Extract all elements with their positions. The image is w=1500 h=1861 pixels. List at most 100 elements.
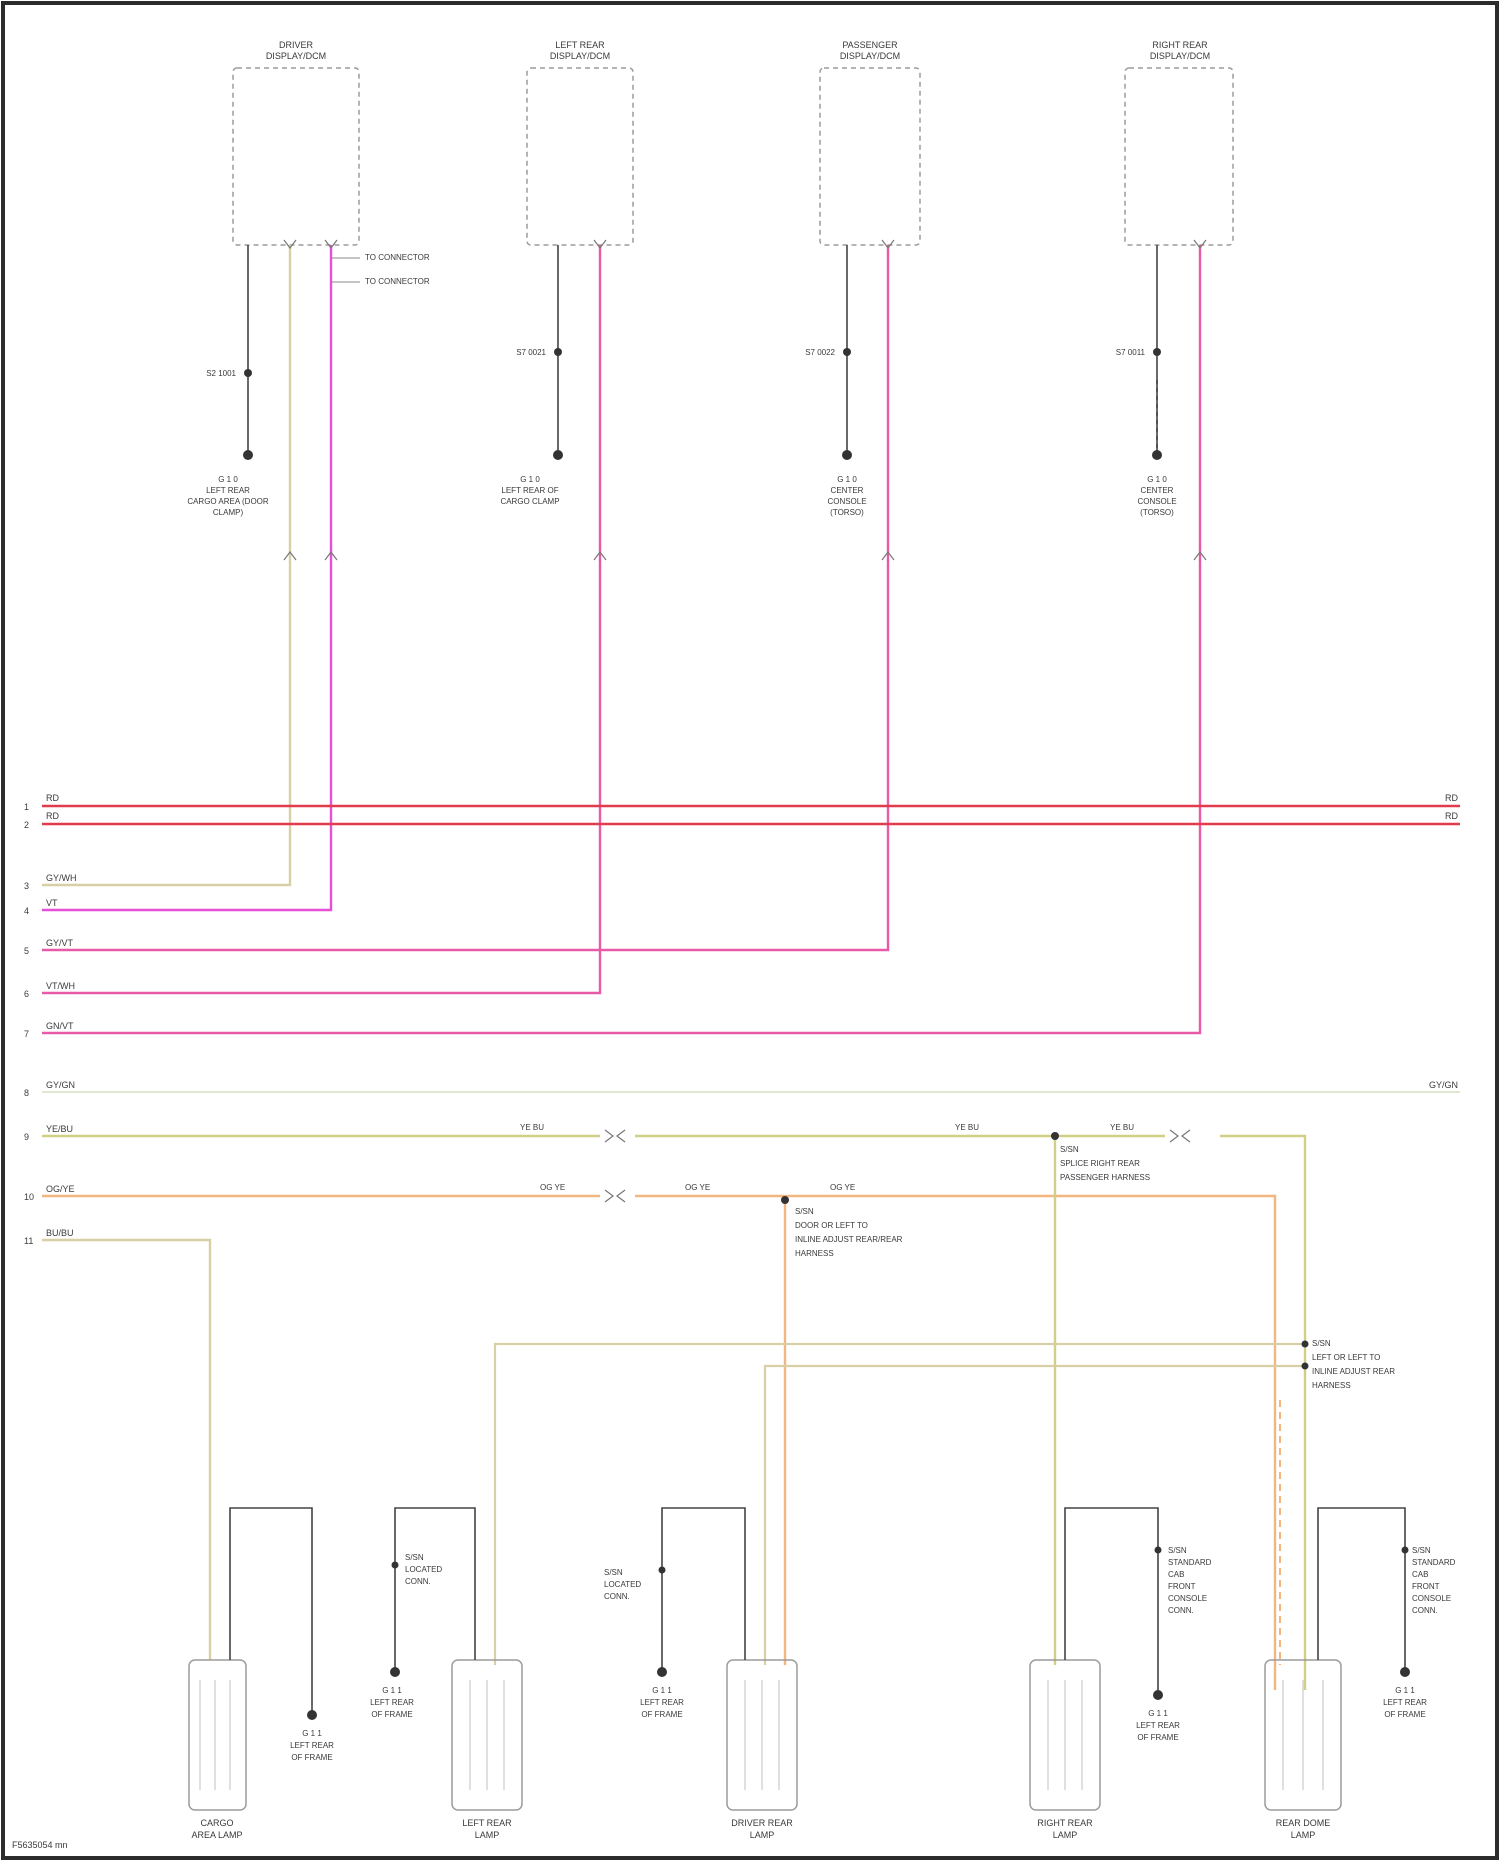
module-right-rear-name: RIGHT REAR <box>1152 40 1208 50</box>
splice-upper-2: SPLICE RIGHT REAR <box>1060 1159 1140 1168</box>
note-4-line-5: CONSOLE <box>1412 1594 1451 1603</box>
note-4-line-2: STANDARD <box>1412 1558 1456 1567</box>
ground-3-line-3: CONSOLE <box>827 497 866 506</box>
note-1-line-3: CONN. <box>405 1577 431 1586</box>
bottom-lamp-labels: CARGO AREA LAMP LEFT REAR LAMP DRIVER RE… <box>191 1818 1330 1840</box>
lamp-right-rear-name: RIGHT REAR <box>1037 1818 1093 1828</box>
branch-yellow-left-rear <box>495 1344 1305 1665</box>
bottom-ground-1-line-1: G 1 1 <box>302 1729 322 1738</box>
pin-5: 5 <box>24 946 29 956</box>
bus-label-yellow: YE/BU <box>46 1124 73 1134</box>
bottom-ground-4-line-2: LEFT REAR <box>1136 1721 1180 1730</box>
note-4-line-1: S/SN <box>1412 1546 1431 1555</box>
top-annotations: TO CONNECTOR TO CONNECTOR <box>330 253 430 286</box>
ground-2-line-2: LEFT REAR OF <box>501 486 558 495</box>
bottom-ground-terminal-2 <box>390 1667 400 1677</box>
module-left-rear: LEFT REAR DISPLAY/DCM <box>527 40 633 245</box>
splice-dot-4 <box>1153 348 1161 356</box>
left-pin-numbers: 1 2 3 4 5 6 7 8 9 10 11 <box>24 802 34 1246</box>
bus-label-yellow-2: BU/BU <box>46 1228 74 1238</box>
bus-label-red-2: RD <box>46 811 59 821</box>
note-2-line-3: CONN. <box>604 1592 630 1601</box>
bus-label-orange: OG/YE <box>46 1184 75 1194</box>
splice-label-3: S7 0022 <box>805 348 835 357</box>
bottom-ground-4-line-1: G 1 1 <box>1148 1709 1168 1718</box>
bus-labels: RD RD GY/WH VT GY/VT VT/WH GN/VT GY/GN Y… <box>46 793 1458 1238</box>
splice-dot-3 <box>843 348 851 356</box>
right-bus-label-2: RD <box>1445 811 1458 821</box>
splice-mid-4: HARNESS <box>795 1249 834 1258</box>
bus-inline-label-3: YE BU <box>1110 1123 1134 1132</box>
lamp-left-rear-name: LEFT REAR <box>462 1818 512 1828</box>
pin-11: 11 <box>24 1236 33 1246</box>
module-right-rear-sub: DISPLAY/DCM <box>1150 51 1210 61</box>
ground-terminal-4 <box>1152 450 1162 460</box>
splice-right-2: LEFT OR LEFT TO <box>1312 1353 1380 1362</box>
top-splice-labels: S2 1001 S7 0021 S7 0022 S7 0011 <box>206 348 1145 378</box>
branch-yellow-driver-rear <box>765 1366 1305 1665</box>
note-1-line-1: S/SN <box>405 1553 424 1562</box>
note-4-line-6: CONN. <box>1412 1606 1438 1615</box>
pin-7: 7 <box>24 1029 29 1039</box>
bus-splice-dots <box>781 1132 1309 1370</box>
right-bus-label-1: RD <box>1445 793 1458 803</box>
module-driver-sub: DISPLAY/DCM <box>266 51 326 61</box>
wire-driver-tan <box>42 245 290 885</box>
pin-2: 2 <box>24 820 29 830</box>
top-ground-dots <box>243 348 1162 460</box>
bottom-splice-dot-4 <box>1402 1547 1409 1554</box>
bottom-ground-5-line-3: OF FRAME <box>1384 1710 1425 1719</box>
splice-upper-1: S/SN <box>1060 1145 1079 1154</box>
bottom-ground-1-line-3: OF FRAME <box>291 1753 332 1762</box>
module-passenger-sub: DISPLAY/DCM <box>840 51 900 61</box>
splice-dot-right-a <box>1302 1341 1309 1348</box>
annotation-leader-1 <box>330 258 360 282</box>
top-ground-labels: G 1 0 LEFT REAR CARGO AREA (DOOR CLAMP) … <box>187 475 1176 517</box>
module-driver: DRIVER DISPLAY/DCM <box>233 40 359 245</box>
splice-right-4: HARNESS <box>1312 1381 1351 1390</box>
module-driver-name: DRIVER <box>279 40 314 50</box>
lamp-rear-dome-name: REAR DOME <box>1276 1818 1331 1828</box>
bottom-ground-2-line-3: OF FRAME <box>371 1710 412 1719</box>
bottom-ground-2-line-1: G 1 1 <box>382 1686 402 1695</box>
ground-1-line-3: CARGO AREA (DOOR <box>187 497 269 506</box>
bus-inline-labels: YE BU YE BU YE BU OG YE OG YE OG YE <box>520 1123 1134 1192</box>
bus-inline-label-1: YE BU <box>520 1123 544 1132</box>
bottom-ground-3-line-2: LEFT REAR <box>640 1698 684 1707</box>
lamp-cargo-sub: AREA LAMP <box>191 1830 242 1840</box>
pin-6: 6 <box>24 989 29 999</box>
ground-3-line-4: (TORSO) <box>830 508 864 517</box>
pin-4: 4 <box>24 906 29 916</box>
bottom-ground-wires <box>230 1508 1405 1715</box>
module-passenger-name: PASSENGER <box>842 40 898 50</box>
ground-terminal-2 <box>553 450 563 460</box>
bottom-ground-3-line-1: G 1 1 <box>652 1686 672 1695</box>
pin-8: 8 <box>24 1088 29 1098</box>
right-bus-label-3: GY/GN <box>1429 1080 1458 1090</box>
bus-label-magenta-3: GN/VT <box>46 1021 74 1031</box>
pin-10: 10 <box>24 1192 34 1202</box>
lamp-box-cargo <box>189 1660 246 1810</box>
lamp-driver-rear-sub: LAMP <box>750 1830 775 1840</box>
bottom-ground-notes: S/SN LOCATED CONN. S/SN LOCATED CONN. S/… <box>405 1546 1456 1615</box>
splice-dot-yellow <box>1051 1132 1059 1140</box>
splice-right-3: INLINE ADJUST REAR <box>1312 1367 1395 1376</box>
pin-9: 9 <box>24 1132 29 1142</box>
bus-orange <box>42 1196 1275 1690</box>
annotation-to-connector-2: TO CONNECTOR <box>365 277 430 286</box>
note-3-line-5: CONSOLE <box>1168 1594 1207 1603</box>
bottom-ground-terminal-5 <box>1400 1667 1410 1677</box>
bottom-ground-4-line-3: OF FRAME <box>1137 1733 1178 1742</box>
bus-label-pink: VT <box>46 898 58 908</box>
inline-connectors <box>284 240 1206 560</box>
note-2-line-1: S/SN <box>604 1568 623 1577</box>
module-left-rear-box <box>527 68 633 245</box>
lamp-right-rear-sub: LAMP <box>1053 1830 1078 1840</box>
module-driver-box <box>233 68 359 245</box>
bus-label-magenta-2: VT/WH <box>46 981 75 991</box>
wire-left-rear-magenta <box>42 245 600 993</box>
splice-dot-1 <box>244 369 252 377</box>
lamp-rear-dome-sub: LAMP <box>1291 1830 1316 1840</box>
bottom-ground-terminal-3 <box>657 1667 667 1677</box>
